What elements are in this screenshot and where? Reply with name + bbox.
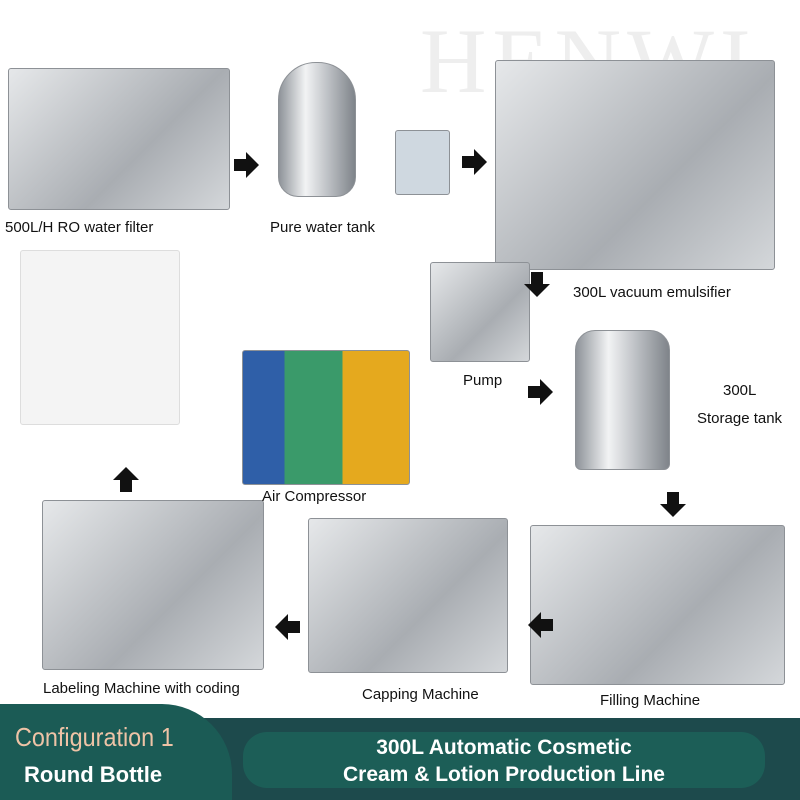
- arrow-down-icon: [660, 492, 686, 517]
- ro-water-filter-image: [8, 68, 230, 210]
- config-tab: [0, 704, 232, 800]
- arrow-up-icon: [113, 467, 139, 492]
- configuration-label: Configuration 1: [15, 722, 174, 752]
- air-compressor-label: Air Compressor: [262, 488, 367, 505]
- vacuum-emulsifier-image: [495, 60, 775, 270]
- water-tank-label: Pure water tank: [270, 219, 376, 236]
- pump-image: [430, 262, 530, 362]
- capping-label: Capping Machine: [362, 686, 479, 703]
- arrow-right-icon: [462, 149, 487, 175]
- storage-volume-label: 300L: [723, 382, 757, 399]
- filling-label: Filling Machine: [600, 692, 701, 709]
- emulsifier-label: 300L vacuum emulsifier: [573, 284, 731, 301]
- production-line-title: 300L Automatic Cosmetic Cream & Lotion P…: [243, 732, 765, 788]
- capping-machine-image: [308, 518, 508, 673]
- labeling-label: Labeling Machine with coding: [43, 680, 240, 697]
- arrow-down-icon: [524, 272, 550, 297]
- title-line-1: 300L Automatic Cosmetic: [376, 736, 632, 759]
- storage-tank-image: [575, 330, 670, 470]
- labeling-machine-image: [42, 500, 264, 670]
- arrow-left-icon: [528, 612, 553, 638]
- storage-tank-label: Storage tank: [697, 410, 783, 427]
- bottles-jars-image: [20, 250, 180, 425]
- pump-label: Pump: [463, 372, 503, 389]
- filling-machine-image: [530, 525, 785, 685]
- small-pump-unit-image: [395, 130, 450, 195]
- ro-filter-label: 500L/H RO water filter: [5, 219, 154, 236]
- arrow-right-icon: [234, 152, 259, 178]
- arrow-right-icon: [528, 379, 553, 405]
- bottle-type-label: Round Bottle: [24, 762, 163, 787]
- air-compressor-image: [242, 350, 410, 485]
- title-line-2: Cream & Lotion Production Line: [342, 763, 665, 786]
- arrow-left-icon: [275, 614, 300, 640]
- pure-water-tank-image: [278, 62, 356, 197]
